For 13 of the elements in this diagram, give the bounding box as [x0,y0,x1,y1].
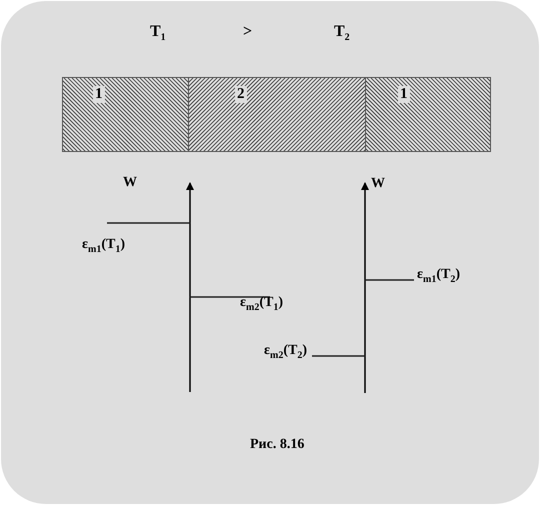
level-label: ε$_{m1}$(T$_{1}$) [82,238,125,255]
level-label: ε$_{m2}$(T$_{1}$) [240,296,283,313]
level-label: ε$_{m2}$(T$_{2}$) [264,344,307,361]
axis-label: W [123,176,137,190]
region-number: 1 [93,86,104,103]
region-number: 1 [398,86,410,103]
region-number: 2 [235,86,246,103]
figure-caption: Рис. 8.16 [250,438,304,452]
temperature-label: T$_{2}$ [334,24,350,44]
comparison-sign: > [243,24,252,40]
temperature-label: T$_{1}$ [150,24,166,44]
level-label: ε$_{m1}$(T$_{2}$) [417,268,460,285]
axis-label: W [371,177,385,191]
